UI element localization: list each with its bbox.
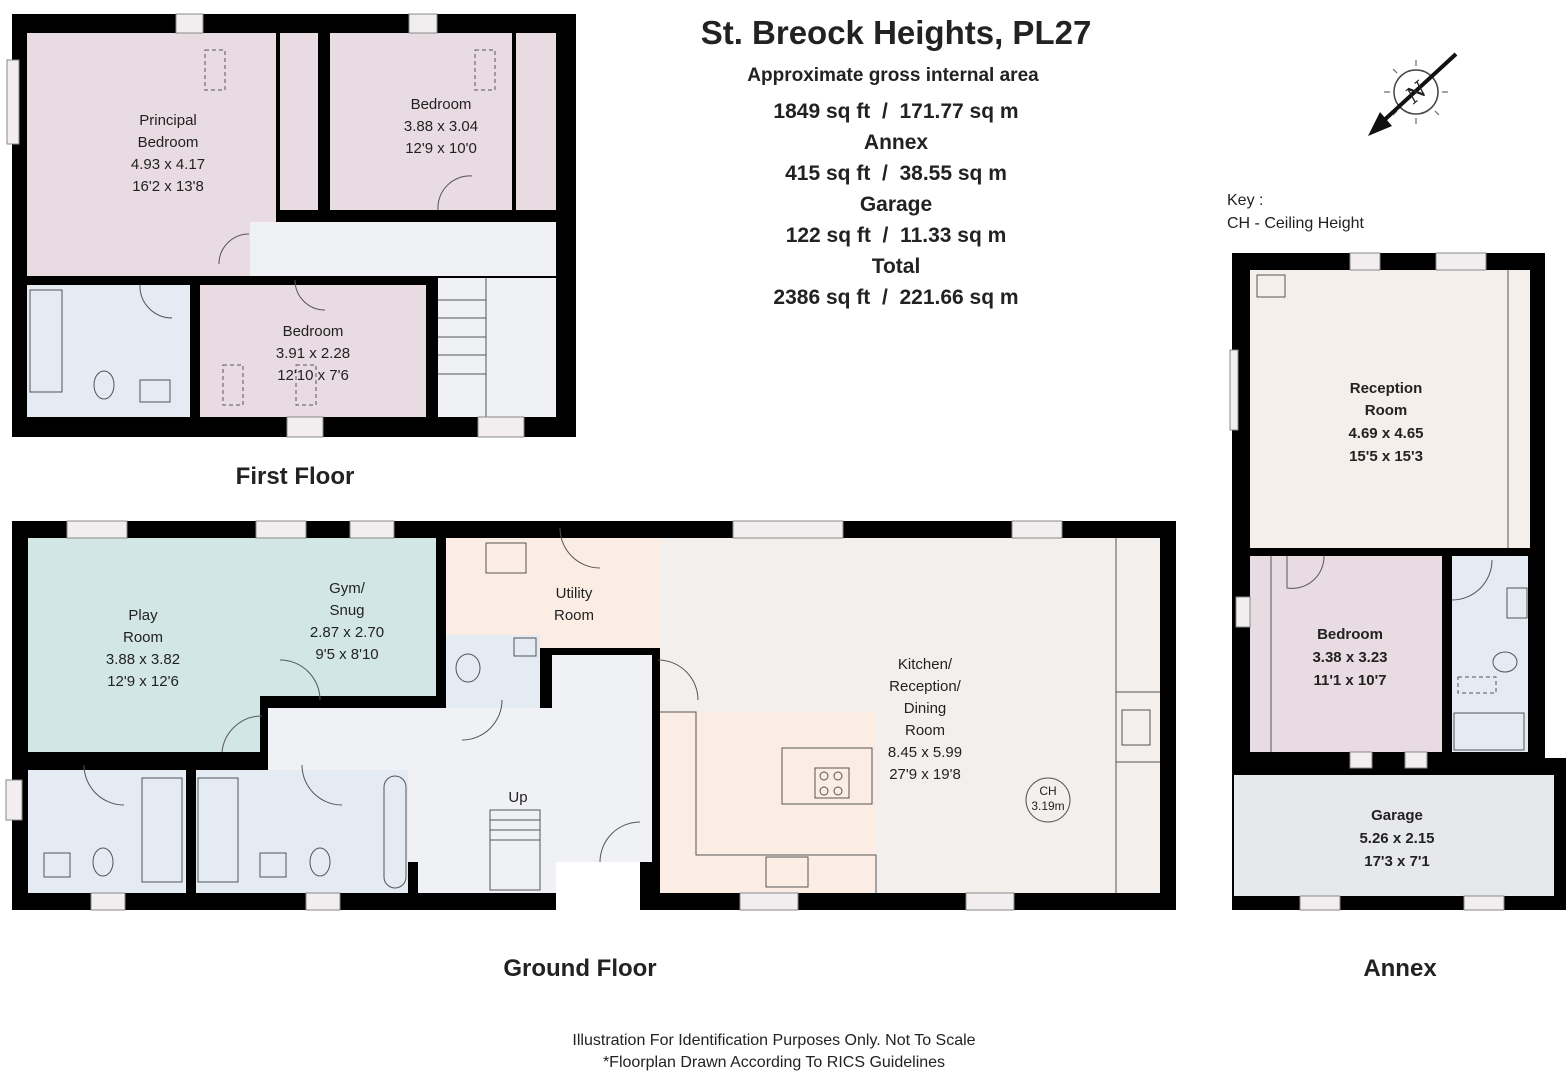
ceiling-height-label: CH	[1039, 784, 1056, 798]
disclaimer-line-1: Illustration For Identification Purposes…	[572, 1032, 975, 1049]
room-imperial: 17'3 x 7'1	[1364, 853, 1430, 870]
room-name: Play	[128, 607, 158, 624]
key-entry: CH - Ceiling Height	[1227, 215, 1364, 232]
room-metric: 4.93 x 4.17	[131, 156, 205, 173]
wardrobe	[516, 33, 556, 210]
garage-area: 122 sq ft / 11.33 sq m	[786, 224, 1007, 247]
room-name: Snug	[329, 602, 364, 619]
bathroom	[27, 285, 190, 417]
room-imperial: 12'10 x 7'6	[277, 367, 349, 384]
bathroom	[196, 770, 408, 893]
room-name: Room	[1365, 402, 1408, 419]
disclaimer-line-2: *Floorplan Drawn According To RICS Guide…	[603, 1054, 945, 1071]
room-imperial: 12'9 x 10'0	[405, 140, 477, 157]
principal-bedroom	[27, 33, 276, 276]
room-metric: 2.87 x 2.70	[310, 624, 384, 641]
main-area: 1849 sq ft / 171.77 sq m	[773, 100, 1018, 123]
room-imperial: 16'2 x 13'8	[132, 178, 204, 195]
floor-label-annex: Annex	[1363, 955, 1437, 982]
annex-ensuite	[1452, 556, 1528, 752]
stairs-icon	[489, 809, 541, 891]
room-name: Room	[554, 607, 594, 624]
ceiling-height-value: 3.19m	[1031, 799, 1064, 813]
key-title: Key :	[1227, 192, 1263, 209]
ground-floor-plan: CH 3.19m Play Room 3.88 x 3.82 12'9 x 12…	[5, 520, 1176, 982]
annex-reception-room	[1250, 270, 1530, 548]
staircase	[438, 278, 556, 417]
ceiling-height-marker: CH 3.19m	[1031, 784, 1064, 813]
room-name: Reception/	[889, 678, 962, 695]
room-imperial: 11'1 x 10'7	[1313, 672, 1386, 689]
floor-label-first: First Floor	[236, 463, 355, 490]
room-metric: 8.45 x 5.99	[888, 744, 962, 761]
annex-area-label: Annex	[864, 131, 929, 154]
room-imperial: 27'9 x 19'8	[889, 766, 961, 783]
room-metric: 3.91 x 2.28	[276, 345, 350, 362]
gym-snug	[232, 538, 436, 696]
bedroom-3	[200, 285, 426, 417]
room-metric: 3.88 x 3.82	[106, 651, 180, 668]
room-name: Dining	[904, 700, 947, 717]
compass-icon: N	[1368, 52, 1458, 136]
room-name: Bedroom	[1317, 626, 1383, 643]
room-metric: 3.88 x 3.04	[404, 118, 478, 135]
room-name: Kitchen/	[898, 656, 953, 673]
room-name: Room	[905, 722, 945, 739]
room-name: Bedroom	[411, 96, 472, 113]
floor-label-ground: Ground Floor	[503, 955, 656, 982]
room-name: Gym/	[329, 580, 366, 597]
bedroom-2	[330, 33, 512, 210]
play-room	[28, 538, 260, 752]
room-name: Room	[123, 629, 163, 646]
room-imperial: 12'9 x 12'6	[107, 673, 179, 690]
room-name: Bedroom	[283, 323, 344, 340]
total-area-label: Total	[872, 255, 921, 278]
first-floor-plan: Principal Bedroom 4.93 x 4.17 16'2 x 13'…	[6, 13, 576, 490]
room-name: Principal	[139, 112, 197, 129]
wardrobe	[280, 33, 318, 210]
property-title: St. Breock Heights, PL27	[701, 14, 1092, 51]
room-name: Garage	[1371, 807, 1423, 824]
garage-area-label: Garage	[860, 193, 932, 216]
room-metric: 5.26 x 2.15	[1359, 830, 1434, 847]
key-legend: Key : CH - Ceiling Height	[1227, 192, 1364, 232]
total-area: 2386 sq ft / 221.66 sq m	[773, 286, 1018, 309]
room-name: Reception	[1350, 380, 1423, 397]
room-name: Utility	[556, 585, 593, 602]
shower-room	[28, 770, 186, 893]
room-metric: 4.69 x 4.65	[1348, 425, 1423, 442]
stairs-up-label: Up	[508, 789, 527, 806]
area-subtitle: Approximate gross internal area	[747, 65, 1039, 86]
annex-garage	[1234, 775, 1554, 896]
annex-area: 415 sq ft / 38.55 sq m	[785, 162, 1007, 185]
annex-bedroom	[1250, 556, 1442, 752]
area-summary: St. Breock Heights, PL27 Approximate gro…	[701, 14, 1092, 309]
disclaimer: Illustration For Identification Purposes…	[572, 1032, 975, 1071]
annex-plan: Reception Room 4.69 x 4.65 15'5 x 15'3 B…	[1229, 252, 1566, 982]
room-metric: 3.38 x 3.23	[1312, 649, 1387, 666]
room-imperial: 15'5 x 15'3	[1349, 448, 1423, 465]
room-name: Bedroom	[138, 134, 199, 151]
room-imperial: 9'5 x 8'10	[315, 646, 378, 663]
